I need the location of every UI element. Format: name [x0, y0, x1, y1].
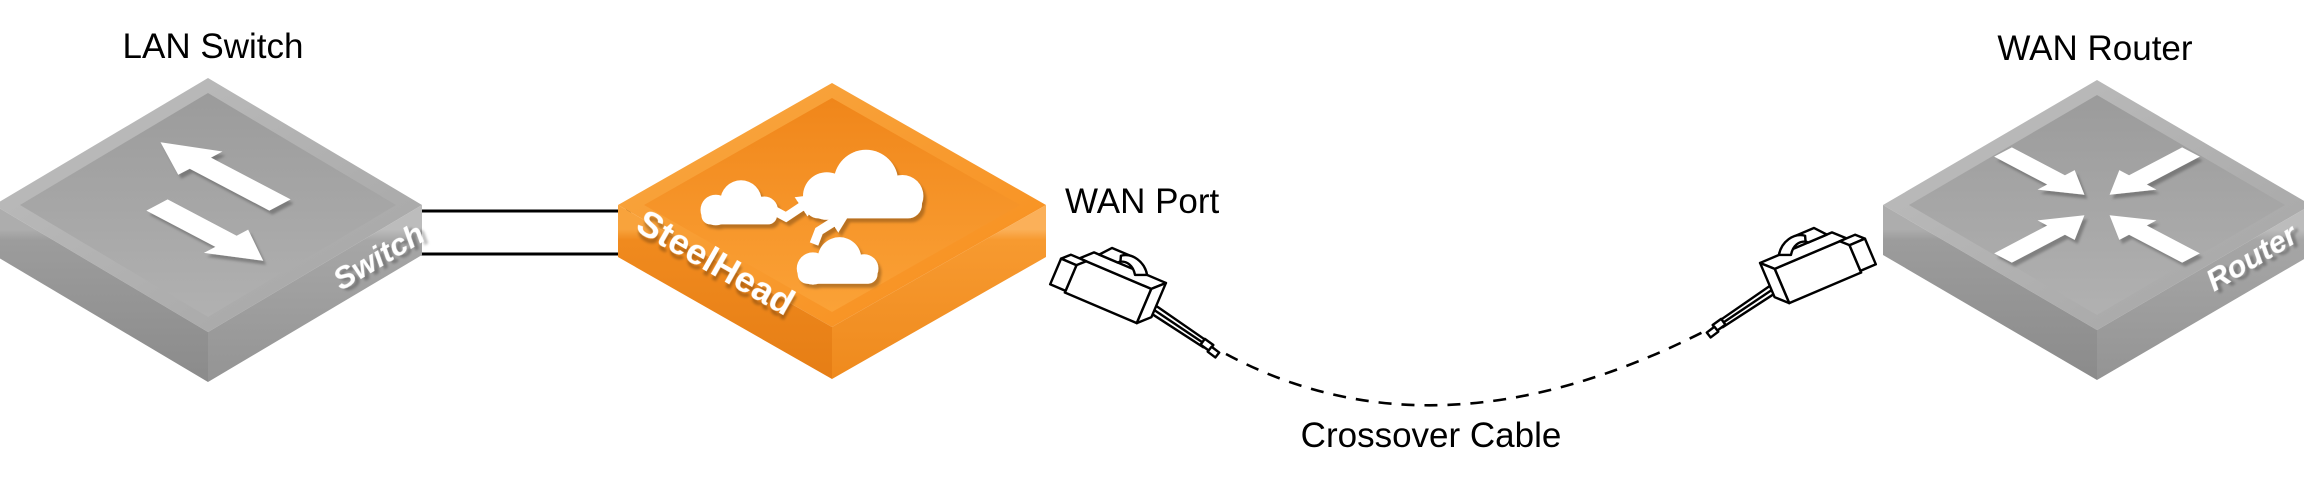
- box-top-face: [1909, 95, 2285, 315]
- box-left-face: [0, 208, 208, 382]
- rj45-connector-right: [1684, 209, 1879, 340]
- box-right-face: [2097, 209, 2304, 380]
- box-right-face: [832, 205, 1046, 379]
- lan-switch-device: Switch: [0, 78, 430, 382]
- bidirectional-arrows-icon: [146, 142, 291, 261]
- crossover-cable-label: Crossover Cable: [1301, 416, 1562, 455]
- box-left-face: [618, 205, 832, 379]
- clouds-sync-arrows-icon: [700, 149, 924, 285]
- converging-arrows-icon: [1994, 147, 2200, 263]
- box-top-face: [20, 93, 396, 317]
- lan-link-lines: [416, 209, 634, 256]
- lan-switch-label: LAN Switch: [123, 27, 304, 66]
- wan-port-label: WAN Port: [1065, 182, 1220, 221]
- wan-router-label: WAN Router: [1997, 29, 2192, 68]
- rj45-connector-left: [1047, 229, 1242, 360]
- wan-router-device: Router: [1883, 80, 2304, 380]
- crossover-cable-curve: [1225, 329, 1706, 407]
- steelhead-device: SteelHead: [618, 83, 1046, 379]
- box-right-face: [208, 205, 422, 382]
- box-left-face: [1883, 205, 2097, 380]
